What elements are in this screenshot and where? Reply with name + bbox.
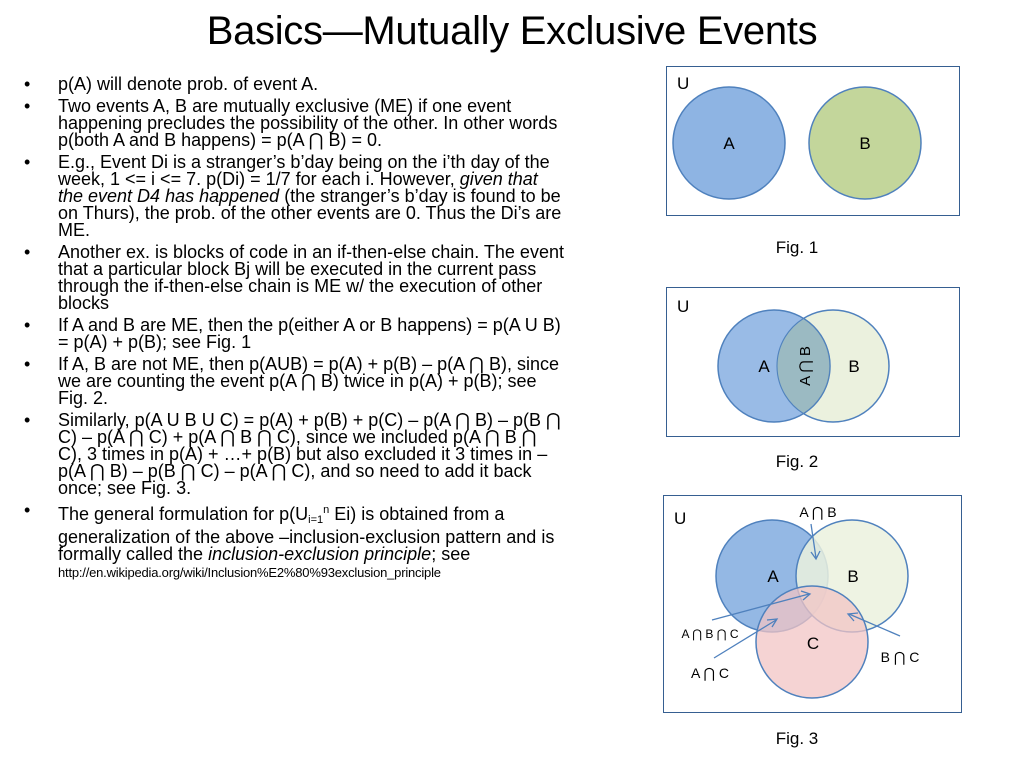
superscript: n [323, 504, 330, 516]
figure-1-caption: Fig. 1 [775, 238, 819, 257]
figure-3-caption: Fig. 3 [775, 729, 819, 748]
figure-1-frame: U A B [666, 66, 960, 216]
arrowhead [800, 590, 812, 601]
bullet-item: If A, B are not ME, then p(AUB) = p(A) +… [24, 355, 564, 407]
set-c-circle [755, 585, 869, 699]
figure-1-venn: U A B [672, 74, 922, 200]
figure-2-frame: U A B A ⋂ B [666, 287, 960, 437]
bullet-item: Two events A, B are mutually exclusive (… [24, 97, 564, 149]
intersection-ac-label: A ⋂ C [691, 665, 729, 681]
figure-3-venn: U A B C A ⋂ B A ⋂ B ⋂ C B ⋂ C A ⋂ C [674, 504, 920, 699]
arrowhead [846, 612, 859, 622]
intersection-bc-label: B ⋂ C [881, 649, 920, 665]
bullet-item: The general formulation for p(Ui=1n Ei) … [24, 502, 564, 581]
bullet-item: Another ex. is blocks of code in an if-t… [24, 243, 564, 312]
intersection-ab-label: A ⋂ B [799, 504, 836, 520]
emphasis-text: inclusion-exclusion principle [208, 544, 432, 564]
universe-label: U [677, 74, 689, 93]
subscript: i=1 [308, 514, 324, 526]
emphasis-text: given that the event D4 has happened [58, 169, 538, 206]
pointer-arrow [711, 593, 810, 621]
arrowhead [766, 618, 779, 628]
reference-link[interactable]: http://en.wikipedia.org/wiki/Inclusion%E… [58, 565, 441, 580]
slide-title: Basics—Mutually Exclusive Events [206, 9, 818, 53]
arrowhead [810, 550, 821, 561]
set-b-label: B [847, 567, 858, 586]
set-a-circle [672, 86, 786, 200]
set-a-label: A [758, 357, 770, 376]
set-b-label: B [848, 357, 859, 376]
bullet-item: E.g., Event Di is a stranger’s b’day bei… [24, 153, 564, 239]
set-b-label: B [859, 134, 870, 153]
bullet-list: p(A) will denote prob. of event A. Two e… [24, 75, 564, 586]
bullet-item: If A and B are ME, then the p(either A o… [24, 316, 564, 351]
figure-2-venn: U A B A ⋂ B [677, 297, 890, 423]
set-c-label: C [807, 634, 819, 653]
pointer-arrow [848, 613, 901, 637]
intersection-label: A ⋂ B [797, 346, 814, 386]
intersection-abc-label: A ⋂ B ⋂ C [681, 627, 738, 641]
set-a-label: A [767, 567, 779, 586]
universe-label: U [674, 509, 686, 528]
set-b-circle [808, 86, 922, 200]
bullet-item: p(A) will denote prob. of event A. [24, 75, 564, 93]
pointer-arrow [810, 523, 817, 559]
intersection-region [776, 317, 831, 415]
universe-label: U [677, 297, 689, 316]
bullet-item: Similarly, p(A U B U C) = p(A) + p(B) + … [24, 411, 564, 497]
set-a-label: A [723, 134, 735, 153]
pointer-arrow [713, 619, 777, 659]
figure-3-frame: U A B C A ⋂ B A ⋂ B ⋂ C B ⋂ C A ⋂ C [663, 495, 962, 713]
figure-2-caption: Fig. 2 [775, 452, 819, 471]
